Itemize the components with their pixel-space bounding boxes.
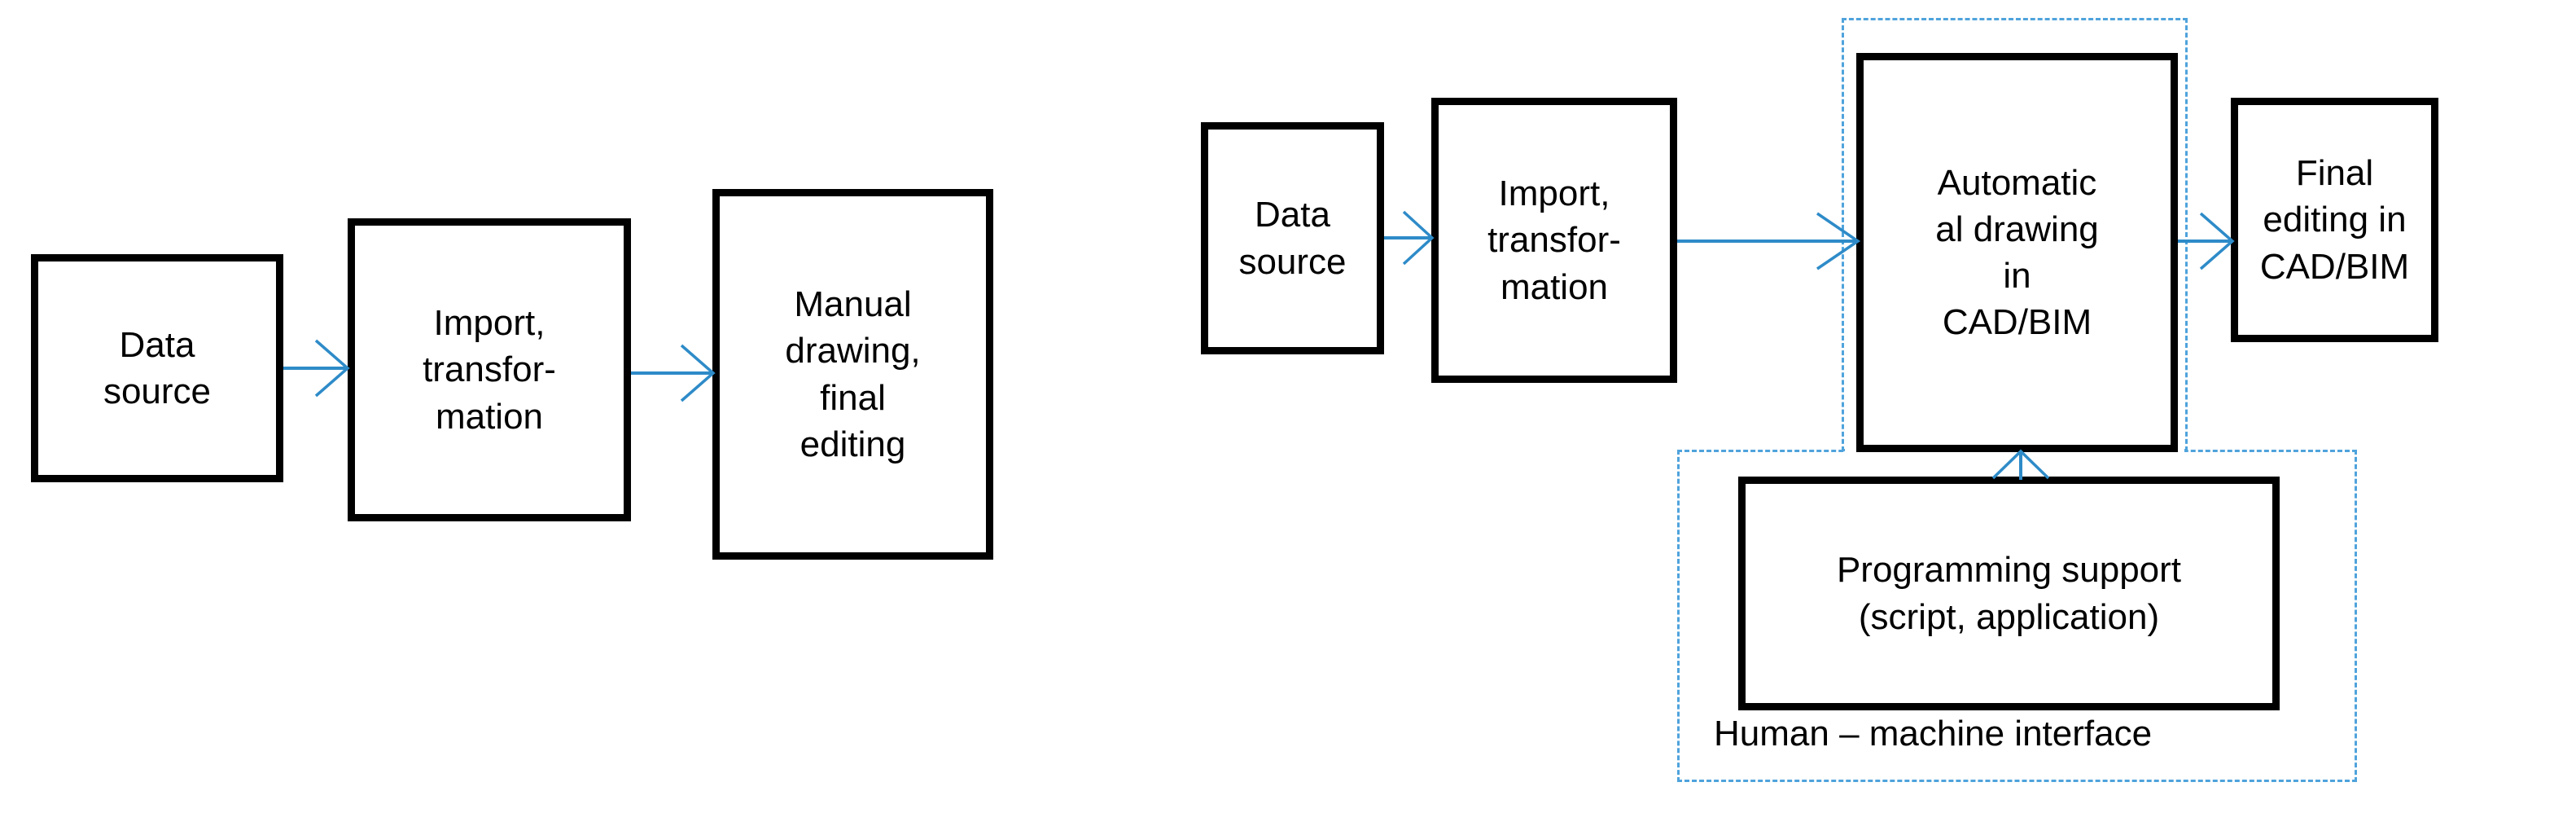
arrow-auto-source-to-import [1384, 205, 1435, 270]
node-manual-import-transformation[interactable]: Import, transfor- mation [348, 218, 631, 521]
arrow-programming-to-drawing [1987, 449, 2055, 481]
node-manual-data-source[interactable]: Data source [31, 254, 283, 482]
node-label: Import, transfor- mation [423, 303, 556, 437]
arrow-auto-import-to-drawing [1677, 208, 1861, 275]
arrow-manual-import-to-drawing [631, 339, 716, 407]
manual-workflow-panel: Data source Import, transfor- mation Man… [0, 0, 1058, 813]
arrow-auto-drawing-to-final [2178, 207, 2235, 275]
human-machine-interface-label: Human – machine interface [1714, 714, 2153, 754]
node-manual-drawing-final-editing[interactable]: Manual drawing, final editing [712, 189, 993, 560]
node-auto-import-transformation[interactable]: Import, transfor- mation [1431, 98, 1677, 383]
node-auto-data-source[interactable]: Data source [1201, 122, 1384, 354]
node-label: Manual drawing, final editing [785, 284, 921, 464]
node-label: Final editing in CAD/BIM [2259, 153, 2410, 287]
arrow-manual-source-to-import [283, 334, 350, 402]
node-label: Data source [103, 324, 212, 411]
node-label: Automatic al drawing in CAD/BIM [1935, 162, 2099, 343]
node-auto-automatical-drawing[interactable]: Automatic al drawing in CAD/BIM [1856, 53, 2178, 452]
node-auto-final-editing[interactable]: Final editing in CAD/BIM [2231, 98, 2438, 342]
node-label: Data source [1238, 195, 1347, 282]
automated-workflow-panel: Data source Import, transfor- mation Aut… [1058, 0, 2576, 813]
node-auto-programming-support[interactable]: Programming support (script, application… [1738, 477, 2280, 710]
node-label: Import, transfor- mation [1487, 174, 1621, 307]
node-label: Programming support (script, application… [1836, 550, 2182, 637]
